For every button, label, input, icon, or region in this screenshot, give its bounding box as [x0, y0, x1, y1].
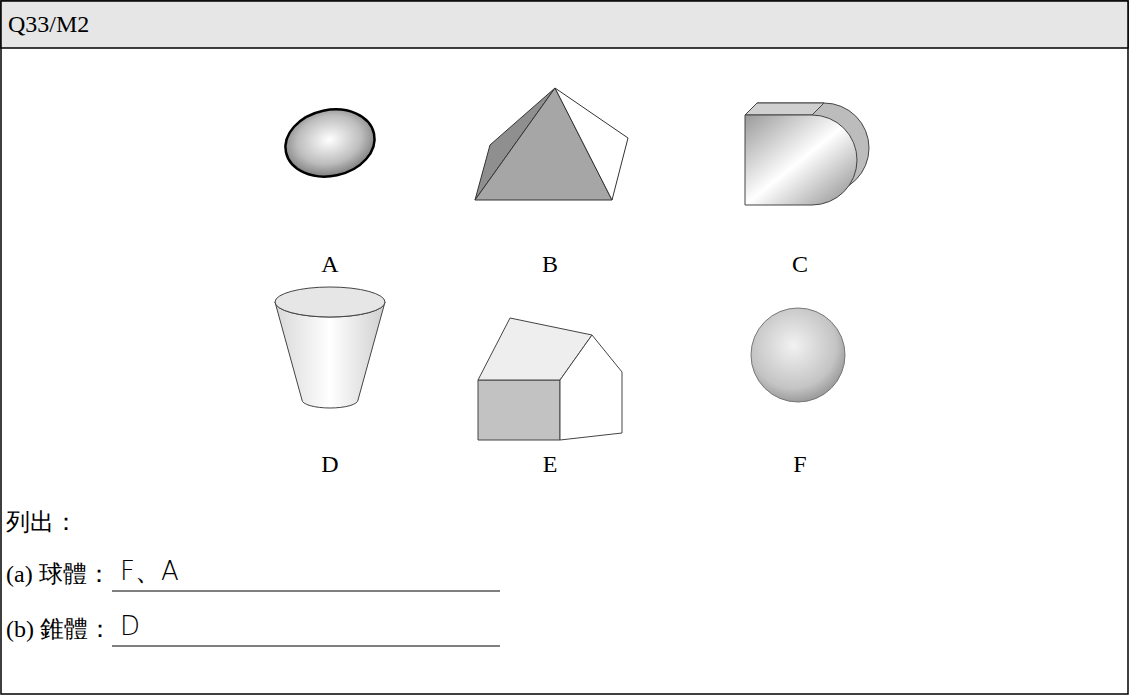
rounded-prism — [745, 103, 869, 205]
question-part: (b) 錐體： — [6, 615, 112, 644]
shape-letter: C — [792, 250, 808, 279]
shape-letter: E — [543, 450, 558, 479]
answer-line — [112, 591, 500, 592]
shape-letter: A — [321, 250, 338, 279]
handwritten-answer: D — [120, 611, 140, 642]
shape-letter: B — [542, 250, 558, 279]
sphere — [751, 308, 845, 402]
answer-line — [112, 646, 500, 647]
header-bar — [1, 1, 1128, 48]
question-code: Q33/M2 — [8, 10, 89, 39]
frustum — [275, 287, 385, 408]
question-part: (a) 球體： — [6, 560, 111, 589]
shape-letter: F — [793, 450, 806, 479]
ellipsoid — [279, 101, 381, 184]
instruction: 列出： — [6, 508, 78, 537]
handwritten-answer: F、A — [120, 556, 179, 587]
shape-letter: D — [321, 450, 338, 479]
house-prism — [478, 318, 622, 440]
pyramid — [475, 88, 628, 200]
